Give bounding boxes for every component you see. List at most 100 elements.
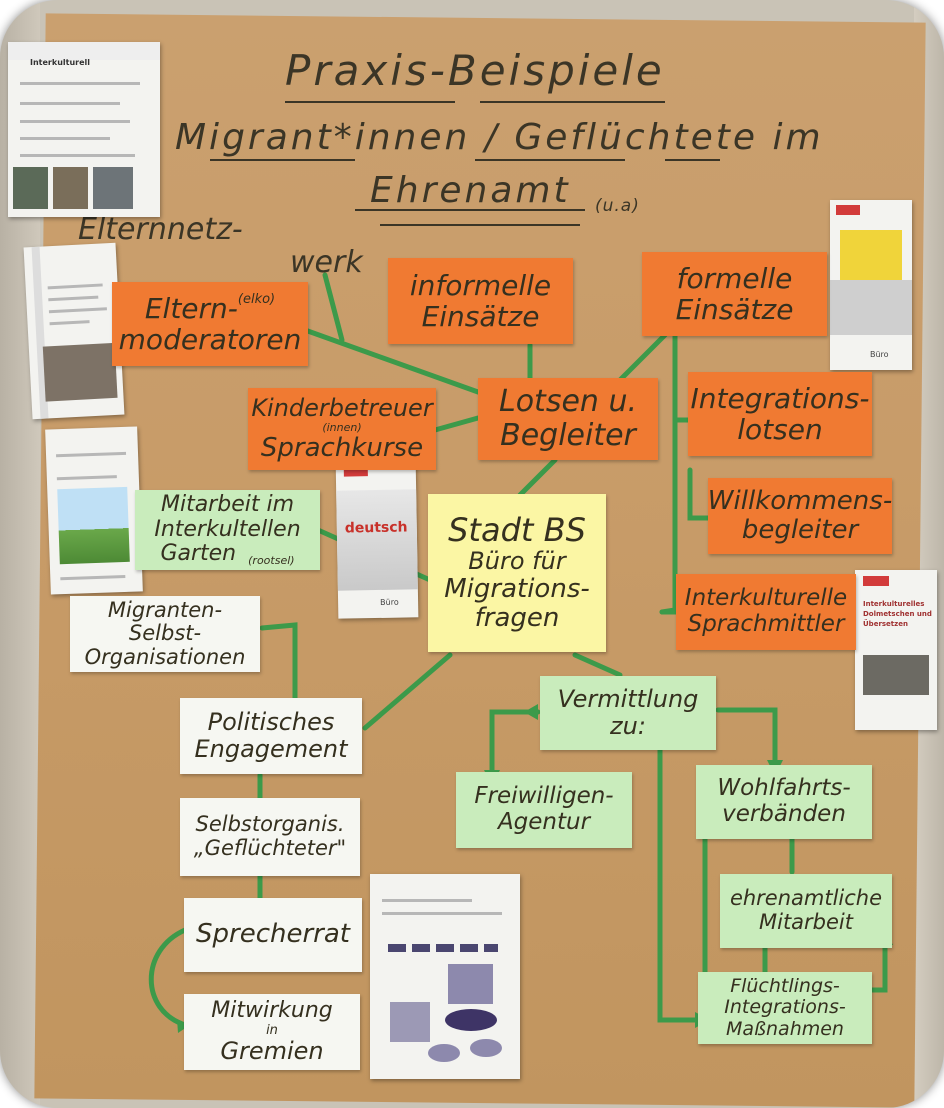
- flyer-top-left-title: Interkulturell: [30, 58, 90, 67]
- card-stadt-line3: Migrations-: [444, 574, 590, 605]
- card-elternmoderatoren: Eltern- (elko) moderatoren: [112, 282, 308, 366]
- line-stadt-polit: [362, 652, 453, 731]
- card-sprecher-line1: Sprecherrat: [196, 919, 350, 950]
- line-formelle-spine: [659, 332, 678, 615]
- title-line1: Praxis-Beispiele: [285, 46, 665, 95]
- card-stadt-line2: Büro für: [468, 547, 566, 576]
- card-verm-line1: Vermittlung: [557, 685, 699, 714]
- title-line2: Migrant*innen / Geflüchtete im: [175, 117, 824, 158]
- card-sprach-line1: Interkulturelle: [684, 585, 848, 612]
- card-eltern-tag: (elko): [237, 291, 276, 307]
- flyer-left-garden: [45, 426, 143, 595]
- card-fluecht-line1: Flüchtlings-: [730, 975, 840, 998]
- line-sprech-mitwirk: [148, 927, 188, 1028]
- line-eltern-lotsen: [302, 327, 481, 395]
- card-mitwirk-line3: Gremien: [220, 1037, 324, 1066]
- title-suffix: (u.a): [595, 196, 640, 216]
- card-willk-line2: begleiter: [741, 515, 859, 545]
- card-eltern-line2: moderatoren: [118, 323, 302, 356]
- flyer-sprach-photo: [863, 655, 929, 695]
- card-integ-line2: lotsen: [737, 413, 823, 446]
- flyer-sprachmittler: Interkulturelles Dolmetschen und Überset…: [855, 570, 937, 730]
- title-underlines: [210, 101, 720, 226]
- card-informelle-line2: Einsätze: [421, 300, 540, 333]
- card-vermittlung: Vermittlung zu:: [540, 676, 716, 750]
- line-stadt-verm: [572, 652, 623, 678]
- flyer-deutsch-brand: deutsch: [344, 519, 408, 537]
- card-fluechtlings: Flüchtlings- Integrations- Maßnahmen: [698, 972, 872, 1044]
- flyer-photo-2: [53, 167, 88, 209]
- card-migranten: Migranten- Selbst- Organisationen: [70, 596, 260, 672]
- card-migranten-line1: Migranten-: [107, 597, 223, 622]
- card-freiw-line2: Agentur: [497, 809, 591, 835]
- card-politisches: Politisches Engagement: [180, 698, 362, 774]
- card-garten-line2: Interkultellen: [154, 516, 301, 542]
- card-migranten-line3: Organisationen: [84, 644, 246, 669]
- card-polit-line1: Politisches: [207, 708, 335, 737]
- document-orgchart: [370, 874, 520, 1079]
- card-stadt-buero: Stadt BS Büro für Migrations- fragen: [428, 494, 606, 652]
- flyer-top-left: Interkulturell: [8, 42, 160, 217]
- card-wohlfahrt: Wohlfahrts- verbänden: [696, 765, 872, 839]
- line-lotsen-stadt: [517, 457, 558, 498]
- card-stadt-line1: Stadt BS: [448, 510, 586, 549]
- card-fluecht-line2: Integrations-: [724, 996, 846, 1019]
- flyer-photo-3: [93, 167, 133, 209]
- card-formelle-line2: Einsätze: [675, 293, 794, 326]
- card-sprachmittler: Interkulturelle Sprachmittler: [676, 574, 856, 650]
- line-verm-fluecht: [657, 747, 698, 1023]
- card-garten: Mitarbeit im Interkultellen Garten (root…: [135, 490, 320, 570]
- card-ehren-line2: Mitarbeit: [758, 910, 853, 934]
- card-selbst-line2: „Geflüchteter": [193, 836, 347, 860]
- card-garten-line3: Garten: [160, 541, 237, 567]
- card-garten-tag: (rootsel): [248, 553, 295, 567]
- card-wohl-line1: Wohlfahrts-: [717, 775, 851, 802]
- elternnetz-label-2: werk: [290, 245, 363, 280]
- card-sprecherrat: Sprecherrat: [184, 898, 362, 972]
- card-mitwirkung: Mitwirkung in Gremien: [184, 994, 360, 1070]
- flyer-sprach-line2: Dolmetschen und: [863, 610, 932, 618]
- card-integrationslotsen: Integrations- lotsen: [688, 372, 872, 456]
- card-garten-line1: Mitarbeit im: [160, 492, 295, 518]
- card-informelle-line1: informelle: [409, 268, 552, 302]
- flyer-sprach-line1: Interkulturelles: [863, 600, 925, 608]
- card-verm-line2: zu:: [610, 712, 646, 740]
- card-lotsen-line1: Lotsen u.: [498, 384, 638, 420]
- card-integ-line1: Integrations-: [690, 381, 870, 415]
- line-verm-freiw: [489, 709, 541, 773]
- flyer-left-group: [23, 242, 125, 420]
- line-spine-willk: [687, 467, 711, 521]
- card-polit-line2: Engagement: [194, 735, 348, 763]
- card-willkommensbegleiter: Willkommens- begleiter: [708, 478, 892, 554]
- card-willk-line1: Willkommens-: [707, 485, 893, 516]
- card-formelle-line1: formelle: [676, 261, 793, 295]
- card-freiwilligen: Freiwilligen- Agentur: [456, 772, 632, 848]
- card-mitwirk-line2: in: [266, 1022, 278, 1038]
- card-selbst-line1: Selbstorganis.: [195, 812, 345, 837]
- card-kinder-line1: Kinderbetreuer: [251, 393, 433, 422]
- line-verm-wohl: [715, 707, 778, 763]
- card-lotsen-line2: Begleiter: [500, 418, 636, 453]
- line-elternnetz: [322, 272, 345, 343]
- card-kinder-line2: Sprachkurse: [260, 433, 424, 464]
- line-kinder-lotsen: [432, 415, 481, 433]
- card-sprach-line2: Sprachmittler: [687, 611, 845, 637]
- card-selbstorganis: Selbstorganis. „Geflüchteter": [180, 798, 360, 876]
- card-mitwirk-line1: Mitwirkung: [211, 997, 333, 1023]
- card-kinder-tag: (innen): [322, 420, 362, 434]
- card-lotsen: Lotsen u. Begleiter: [478, 378, 658, 460]
- flyer-sprach-line3: Übersetzen: [863, 620, 908, 628]
- elternnetz-label-1: Elternnetz-: [78, 212, 243, 247]
- card-eltern-line1: Eltern-: [144, 291, 238, 325]
- line-lotsen-formelle: [617, 332, 668, 383]
- card-wohl-line2: verbänden: [722, 801, 846, 827]
- flyer-group-photo: [42, 342, 118, 402]
- card-fluecht-line3: Maßnahmen: [726, 1017, 844, 1040]
- card-informelle: informelle Einsätze: [388, 258, 573, 344]
- flyer-photo-1: [13, 167, 48, 209]
- flyer-integration: Büro: [830, 200, 912, 370]
- card-formelle: formelle Einsätze: [642, 252, 827, 336]
- card-ehrenamtliche: ehrenamtliche Mitarbeit: [720, 874, 892, 948]
